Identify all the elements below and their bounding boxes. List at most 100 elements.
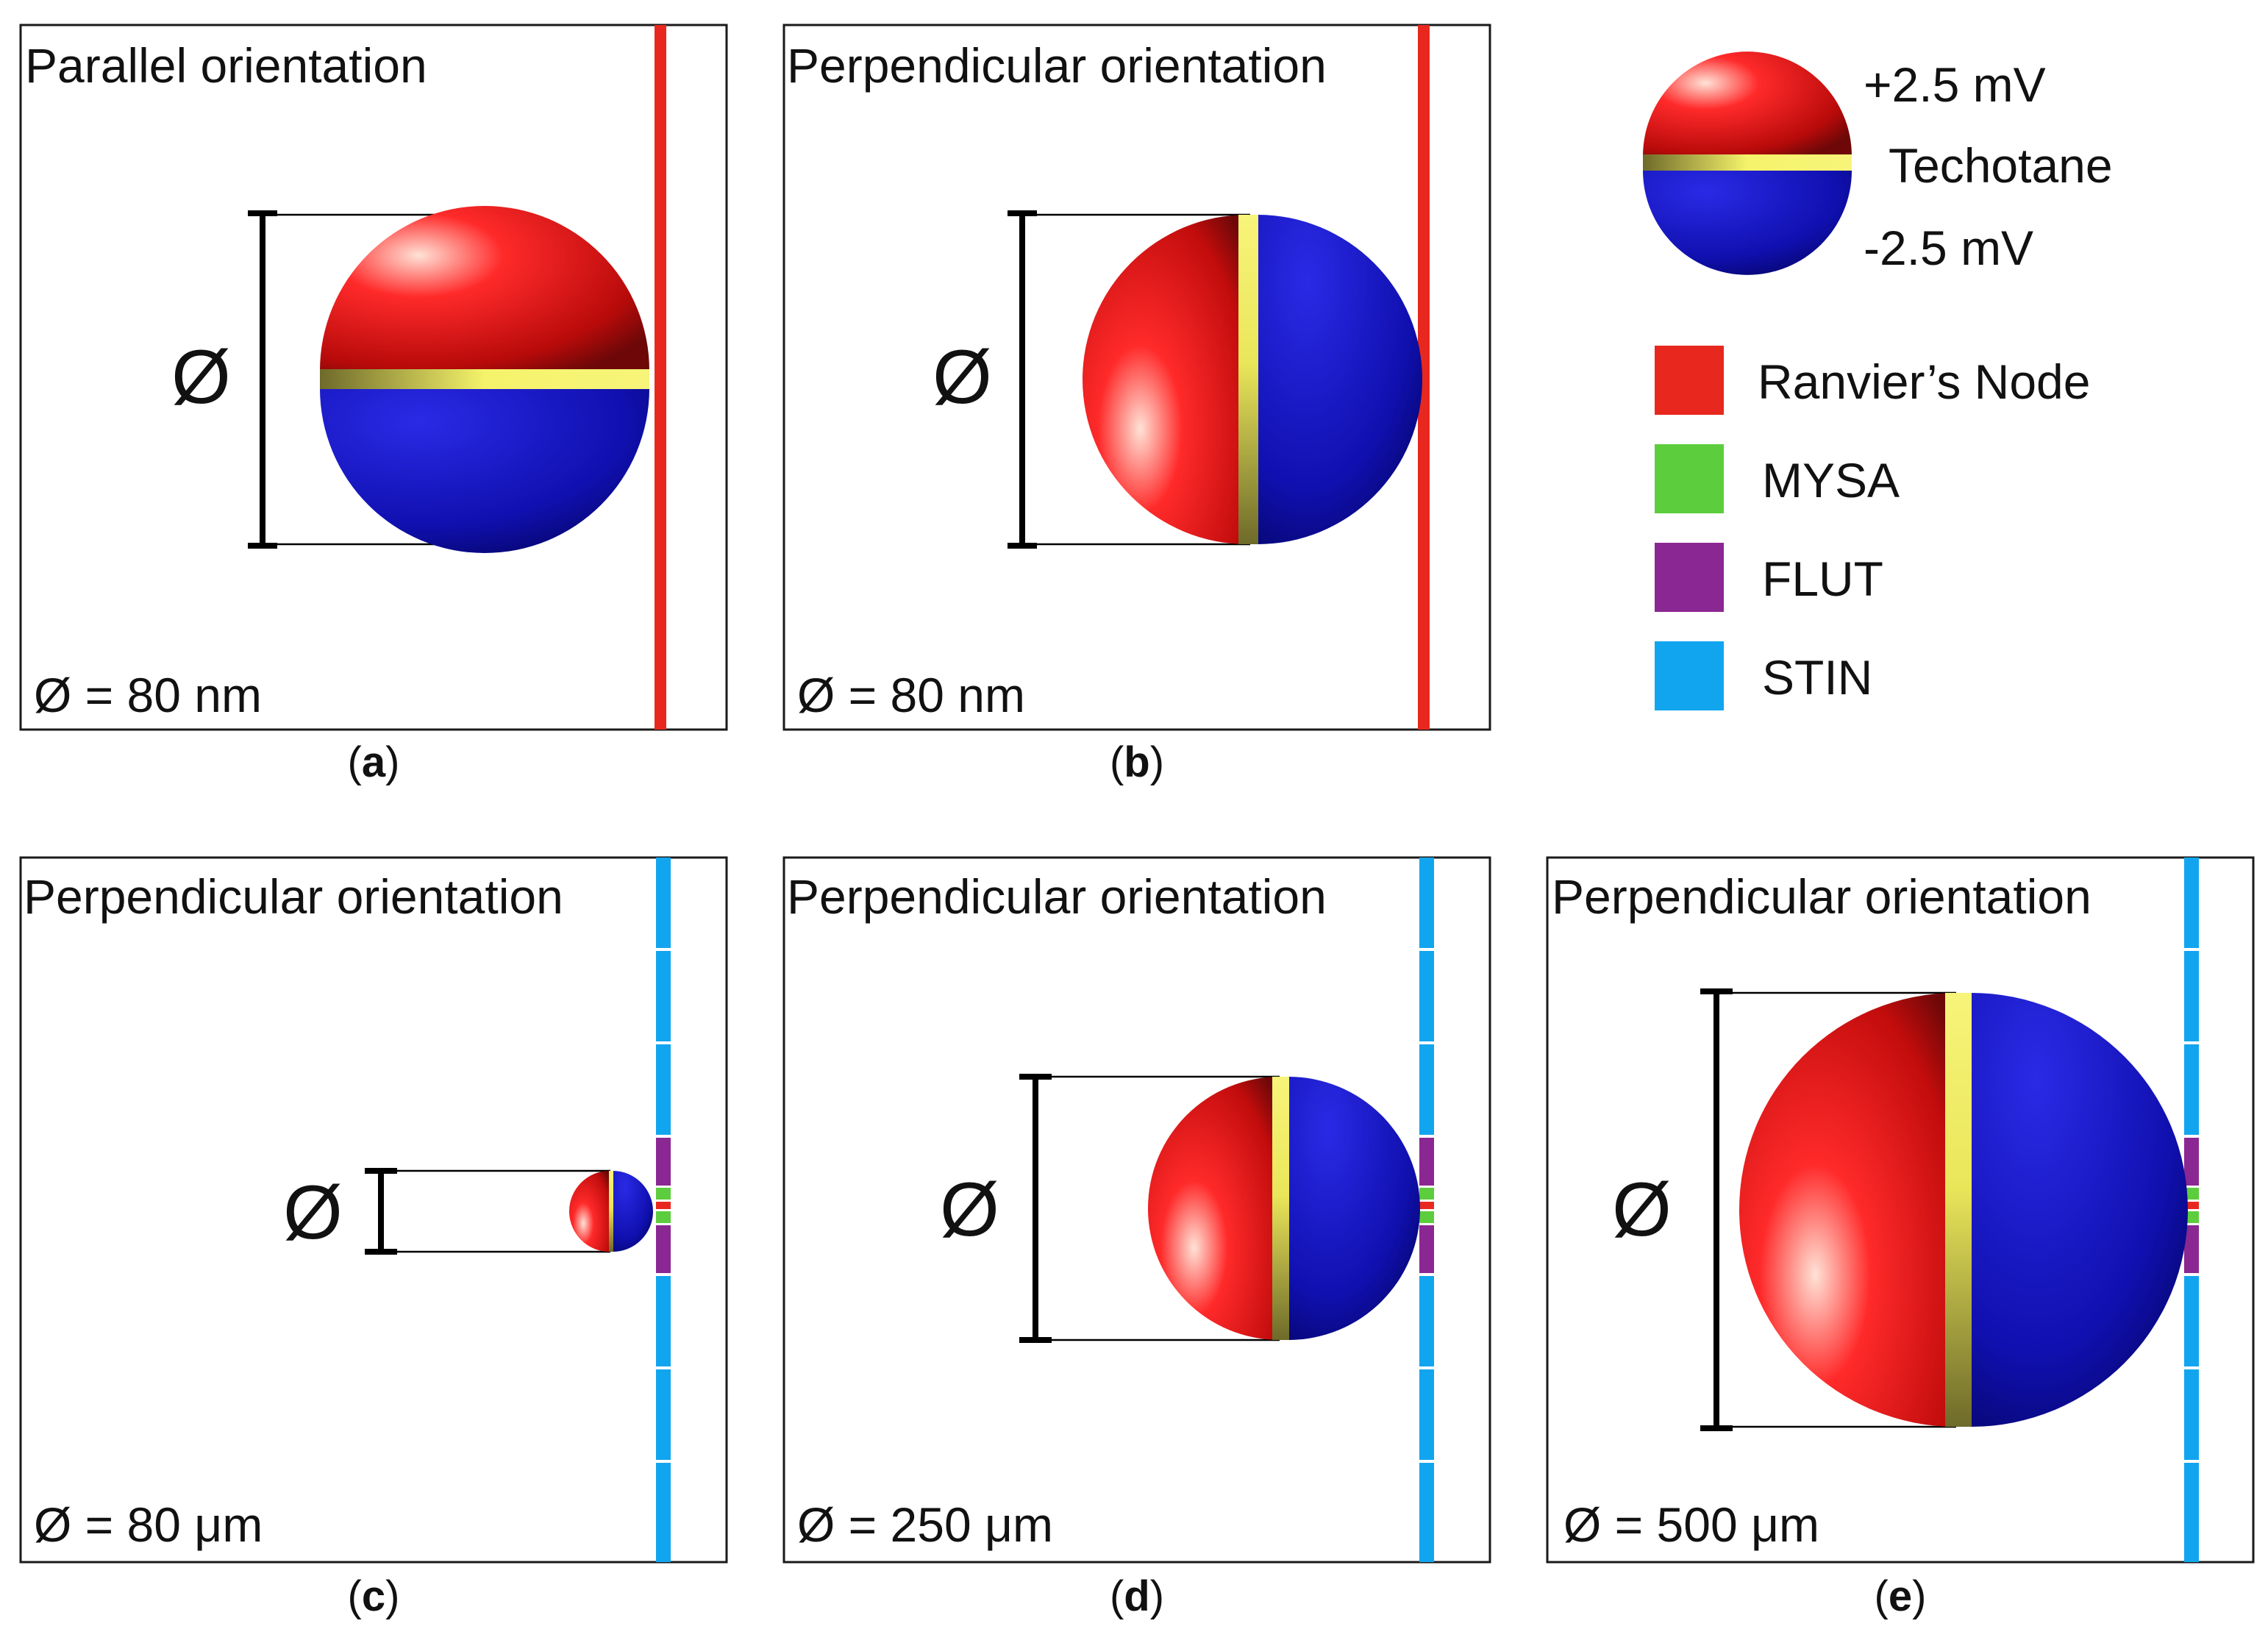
- stin-segment: [2184, 858, 2199, 948]
- stin-segment: [2184, 1369, 2199, 1460]
- legend: +2.5 mV Techotane -2.5 mV Ranvier’s Node…: [1643, 51, 2113, 710]
- legend-positive-label: +2.5 mV: [1864, 57, 2046, 112]
- stin-segment: [1419, 1463, 1434, 1562]
- particle-parallel: [320, 206, 649, 553]
- particle-perpendicular: [569, 1171, 653, 1252]
- ranviers-node-segment: [2184, 1202, 2199, 1209]
- equator-band: [1945, 993, 1972, 1427]
- panel-b: Perpendicular orientation Ø Ø = 80 nm (b…: [782, 24, 1491, 786]
- stin-segment: [1419, 1369, 1434, 1460]
- diameter-symbol: Ø: [940, 1167, 999, 1252]
- positive-hemisphere: [320, 206, 649, 371]
- stin-segment: [2184, 1276, 2199, 1366]
- diameter-symbol: Ø: [171, 335, 231, 420]
- panel-b-diameter-label: Ø = 80 nm: [797, 668, 1025, 722]
- panel-e-title: Perpendicular orientation: [1552, 869, 2092, 924]
- mysa-segment: [2184, 1188, 2199, 1200]
- legend-label-flut: FLUT: [1762, 552, 1883, 606]
- negative-hemisphere: [613, 1171, 653, 1252]
- equator-band: [609, 1171, 613, 1252]
- particle-perpendicular: [1148, 1077, 1420, 1340]
- negative-hemisphere: [1288, 1077, 1420, 1340]
- equator-band: [320, 369, 649, 389]
- panel-e-label: (e): [1875, 1572, 1927, 1620]
- stin-segment: [656, 858, 671, 948]
- particle-perpendicular: [1739, 993, 2188, 1427]
- stin-segment: [656, 1463, 671, 1562]
- legend-middle-label: Techotane: [1889, 138, 2113, 193]
- negative-hemisphere: [1258, 215, 1422, 544]
- legend-label-mysa: MYSA: [1762, 453, 1900, 507]
- nerve-segments: [1419, 858, 1434, 1562]
- mysa-segment: [656, 1188, 671, 1200]
- panel-a-label: (a): [348, 738, 400, 786]
- panel-c-label: (c): [348, 1572, 400, 1620]
- nerve-segments: [2184, 858, 2199, 1562]
- stin-segment: [1419, 858, 1434, 948]
- legend-positive-hemisphere: [1643, 51, 1852, 156]
- flut-segment: [1419, 1225, 1434, 1273]
- negative-hemisphere: [320, 388, 649, 553]
- panel-d: Perpendicular orientation Ø Ø = 250 μm (…: [782, 856, 1491, 1620]
- panel-c: Perpendicular orientation Ø Ø = 80 μm (c…: [19, 856, 728, 1620]
- flut-segment: [656, 1138, 671, 1186]
- panel-c-diameter-label: Ø = 80 μm: [34, 1497, 263, 1552]
- stin-segment: [2184, 1463, 2199, 1562]
- panel-d-diameter-label: Ø = 250 μm: [797, 1497, 1053, 1552]
- ranviers-node-segment: [656, 1202, 671, 1209]
- legend-swatch-stin: [1655, 641, 1724, 710]
- legend-label-ranviers-node: Ranvier’s Node: [1758, 354, 2090, 409]
- panel-b-title: Perpendicular orientation: [787, 38, 1327, 93]
- flut-segment: [2184, 1225, 2199, 1273]
- mysa-segment: [2184, 1211, 2199, 1223]
- mysa-segment: [1419, 1211, 1434, 1223]
- legend-label-stin: STIN: [1762, 650, 1872, 705]
- flut-segment: [656, 1225, 671, 1273]
- nerve-node-line: [655, 25, 666, 730]
- stin-segment: [656, 1044, 671, 1135]
- nerve-node-line: [1418, 25, 1430, 730]
- ranviers-node-segment: [1419, 1202, 1434, 1209]
- equator-band: [1238, 215, 1258, 544]
- legend-swatch-mysa: [1655, 444, 1724, 513]
- panel-e: Perpendicular orientation Ø Ø = 500 μm (…: [1546, 856, 2255, 1620]
- diameter-symbol: Ø: [932, 335, 992, 420]
- stin-segment: [1419, 1276, 1434, 1366]
- stin-segment: [656, 1369, 671, 1460]
- legend-swatch-ranviers-node: [1655, 346, 1724, 415]
- positive-hemisphere: [1083, 215, 1247, 544]
- stin-segment: [2184, 951, 2199, 1041]
- stin-segment: [1419, 1044, 1434, 1135]
- panel-d-label: (d): [1110, 1572, 1164, 1620]
- positive-hemisphere: [569, 1171, 610, 1252]
- equator-band: [1272, 1077, 1289, 1340]
- panel-a-diameter-label: Ø = 80 nm: [34, 668, 262, 722]
- negative-hemisphere: [1971, 993, 2188, 1427]
- panel-a-title: Parallel orientation: [25, 38, 427, 93]
- panel-d-title: Perpendicular orientation: [787, 869, 1327, 924]
- stin-segment: [656, 951, 671, 1041]
- particle-perpendicular: [1083, 215, 1422, 544]
- nerve-segments: [656, 858, 671, 1562]
- legend-negative-hemisphere: [1643, 171, 1852, 275]
- legend-negative-label: -2.5 mV: [1864, 221, 2033, 275]
- diameter-symbol: Ø: [1612, 1167, 1672, 1252]
- mysa-segment: [656, 1211, 671, 1223]
- legend-particle: [1643, 51, 1852, 275]
- positive-hemisphere: [1739, 993, 1956, 1427]
- legend-swatch-flut: [1655, 543, 1724, 612]
- positive-hemisphere: [1148, 1077, 1280, 1340]
- legend-equator-band: [1643, 154, 1852, 171]
- flut-segment: [1419, 1138, 1434, 1186]
- panel-a: Parallel orientation Ø Ø = 80 nm (a): [19, 24, 728, 786]
- panel-c-title: Perpendicular orientation: [24, 869, 563, 924]
- stin-segment: [1419, 951, 1434, 1041]
- mysa-segment: [1419, 1188, 1434, 1200]
- panel-e-diameter-label: Ø = 500 μm: [1563, 1497, 1819, 1552]
- diameter-symbol: Ø: [283, 1170, 343, 1255]
- stin-segment: [2184, 1044, 2199, 1135]
- panel-b-label: (b): [1110, 738, 1164, 786]
- stin-segment: [656, 1276, 671, 1366]
- flut-segment: [2184, 1138, 2199, 1186]
